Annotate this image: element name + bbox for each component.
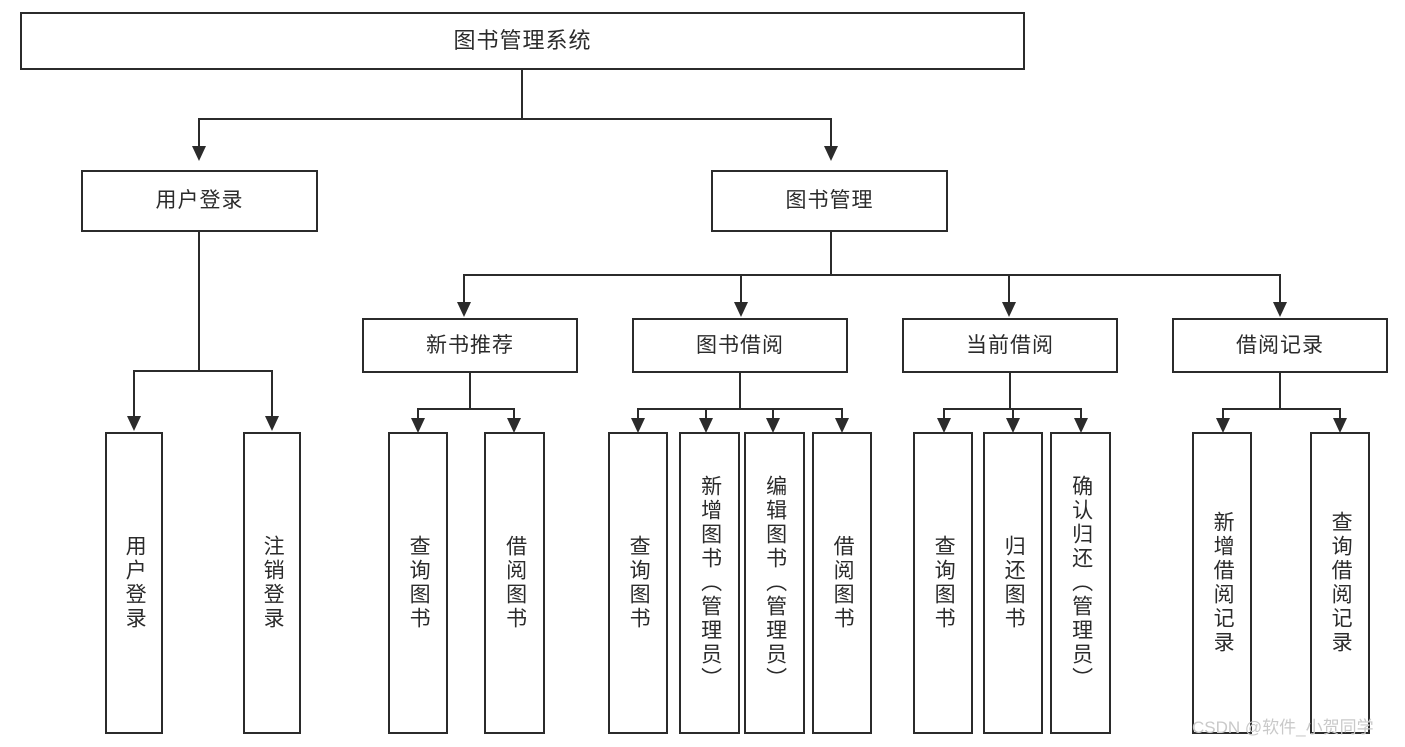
connector-root-to-user-login	[198, 118, 200, 146]
node-book-borrow[interactable]: 图书借阅	[632, 318, 848, 373]
node-root[interactable]: 图书管理系统	[20, 12, 1025, 70]
node-new-book-recommend-label: 新书推荐	[426, 333, 514, 357]
leaf-records-query-label: 查询借阅记录	[1329, 511, 1353, 655]
leaf-records-add-label: 新增借阅记录	[1211, 511, 1235, 655]
node-borrow-records[interactable]: 借阅记录	[1172, 318, 1388, 373]
arrowhead-current-leaf-2	[1006, 418, 1020, 433]
leaf-new-book-borrow[interactable]: 借阅图书	[484, 432, 545, 734]
arrowhead-new-book	[457, 302, 471, 317]
connector-new-book-stem	[469, 373, 471, 408]
leaf-borrow-edit-book-admin-label: 编辑图书（管理员）	[763, 475, 787, 691]
connector-new-book-leaf-1	[417, 408, 419, 418]
leaf-borrow-add-book-admin-label: 新增图书（管理员）	[698, 475, 722, 691]
leaf-user-login-signin[interactable]: 用户登录	[105, 432, 163, 734]
node-user-login[interactable]: 用户登录	[81, 170, 318, 232]
arrowhead-borrow-leaf-2	[699, 418, 713, 433]
connector-book-mgmt-to-new-book	[463, 274, 465, 302]
leaf-user-login-signout-label: 注销登录	[261, 535, 285, 631]
leaf-new-book-query[interactable]: 查询图书	[388, 432, 448, 734]
node-new-book-recommend[interactable]: 新书推荐	[362, 318, 578, 373]
arrowhead-records-leaf-1	[1216, 418, 1230, 433]
connector-borrow-leaf-2	[705, 408, 707, 418]
arrowhead-borrow-leaf-1	[631, 418, 645, 433]
connector-book-mgmt-stem	[830, 232, 832, 274]
node-borrow-records-label: 借阅记录	[1236, 333, 1324, 357]
leaf-borrow-query-label: 查询图书	[627, 535, 651, 631]
connector-book-mgmt-bus	[463, 274, 1280, 276]
connector-user-login-stem	[198, 232, 200, 370]
leaf-new-book-borrow-label: 借阅图书	[503, 535, 527, 631]
leaf-borrow-edit-book-admin[interactable]: 编辑图书（管理员）	[744, 432, 805, 734]
connector-borrow-stem	[739, 373, 741, 408]
node-current-borrow[interactable]: 当前借阅	[902, 318, 1118, 373]
leaf-records-add[interactable]: 新增借阅记录	[1192, 432, 1252, 734]
arrowhead-root-to-book-mgmt	[824, 146, 838, 161]
node-current-borrow-label: 当前借阅	[966, 333, 1054, 357]
leaf-current-confirm-return-admin[interactable]: 确认归还（管理员）	[1050, 432, 1111, 734]
arrowhead-current-leaf-3	[1074, 418, 1088, 433]
arrowhead-borrow-leaf-3	[766, 418, 780, 433]
arrowhead-new-book-leaf-1	[411, 418, 425, 433]
connector-user-login-to-leaf-2	[271, 370, 273, 416]
arrowhead-user-login-leaf-2	[265, 416, 279, 431]
arrowhead-borrow	[734, 302, 748, 317]
leaf-borrow-add-book-admin[interactable]: 新增图书（管理员）	[679, 432, 740, 734]
connector-records-leaf-1	[1222, 408, 1224, 418]
connector-current-stem	[1009, 373, 1011, 408]
arrowhead-records	[1273, 302, 1287, 317]
connector-records-stem	[1279, 373, 1281, 408]
connector-book-mgmt-to-current	[1008, 274, 1010, 302]
connector-root-stem	[521, 70, 523, 118]
node-book-management[interactable]: 图书管理	[711, 170, 948, 232]
leaf-borrow-borrow-book[interactable]: 借阅图书	[812, 432, 872, 734]
node-book-borrow-label: 图书借阅	[696, 333, 784, 357]
leaf-current-query[interactable]: 查询图书	[913, 432, 973, 734]
connector-records-bus	[1222, 408, 1341, 410]
leaf-current-query-label: 查询图书	[932, 535, 956, 631]
node-root-label: 图书管理系统	[453, 27, 592, 53]
connector-current-leaf-3	[1080, 408, 1082, 418]
arrowhead-borrow-leaf-4	[835, 418, 849, 433]
leaf-new-book-query-label: 查询图书	[407, 535, 431, 631]
connector-current-leaf-1	[943, 408, 945, 418]
leaf-user-login-signin-label: 用户登录	[123, 535, 147, 631]
connector-book-mgmt-to-records	[1279, 274, 1281, 302]
arrowhead-new-book-leaf-2	[507, 418, 521, 433]
connector-records-leaf-2	[1339, 408, 1341, 418]
connector-user-login-bus	[133, 370, 272, 372]
connector-borrow-leaf-1	[637, 408, 639, 418]
connector-borrow-bus	[637, 408, 842, 410]
leaf-records-query[interactable]: 查询借阅记录	[1310, 432, 1370, 734]
leaf-current-return-book-label: 归还图书	[1002, 535, 1026, 631]
connector-book-mgmt-to-borrow	[740, 274, 742, 302]
connector-borrow-leaf-4	[841, 408, 843, 418]
leaf-user-login-signout[interactable]: 注销登录	[243, 432, 301, 734]
connector-new-book-bus	[417, 408, 515, 410]
node-book-management-label: 图书管理	[785, 189, 874, 213]
arrowhead-user-login-leaf-1	[127, 416, 141, 431]
csdn-watermark: CSDN @软件_小贺同学	[1192, 718, 1374, 737]
arrowhead-root-to-user-login	[192, 146, 206, 161]
connector-current-leaf-2	[1012, 408, 1014, 418]
connector-borrow-leaf-3	[772, 408, 774, 418]
arrowhead-current-leaf-1	[937, 418, 951, 433]
leaf-current-confirm-return-admin-label: 确认归还（管理员）	[1069, 475, 1093, 691]
connector-root-to-book-mgmt	[830, 118, 832, 146]
leaf-current-return-book[interactable]: 归还图书	[983, 432, 1043, 734]
arrowhead-records-leaf-2	[1333, 418, 1347, 433]
arrowhead-current	[1002, 302, 1016, 317]
leaf-borrow-query[interactable]: 查询图书	[608, 432, 668, 734]
node-user-login-label: 用户登录	[155, 189, 244, 213]
connector-root-bus	[198, 118, 832, 120]
connector-user-login-to-leaf-1	[133, 370, 135, 416]
leaf-borrow-borrow-book-label: 借阅图书	[831, 535, 855, 631]
connector-new-book-leaf-2	[513, 408, 515, 418]
